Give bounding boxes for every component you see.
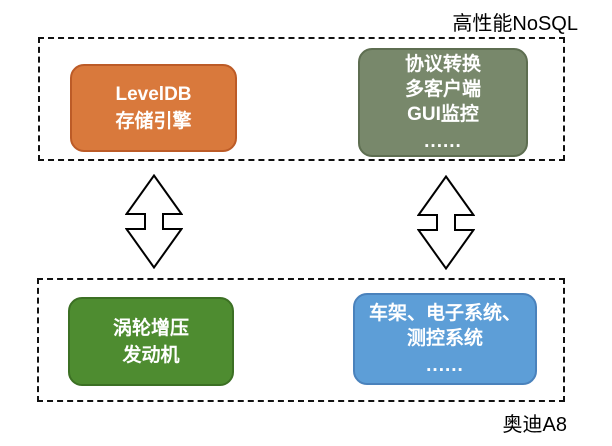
leveldb-box-line-2: 存储引擎 — [115, 111, 192, 132]
up-down-arrow-icon — [417, 175, 475, 270]
systems-box-line-2: 测控系统 — [406, 327, 483, 349]
leveldb-box-line-1: LevelDB — [115, 84, 192, 105]
nosql-dashed-container — [38, 37, 565, 161]
features-box-ellipsis: ...... — [424, 130, 462, 152]
leveldb-storage-box: LevelDB 存储引擎 — [70, 64, 237, 152]
features-box-line-3: GUI监控 — [407, 103, 479, 125]
engine-box-line-1: 涡轮增压 — [112, 317, 189, 339]
nosql-features-box: 协议转换 多客户端 GUI监控 ...... — [358, 48, 528, 157]
up-down-arrow-icon — [125, 174, 183, 269]
turbo-engine-box: 涡轮增压 发动机 — [68, 297, 234, 386]
audi-dashed-container — [37, 278, 565, 402]
car-systems-box: 车架、电子系统、 测控系统 ...... — [353, 293, 537, 385]
features-box-line-2: 多客户端 — [404, 78, 481, 100]
systems-box-ellipsis: ...... — [426, 354, 464, 376]
systems-box-line-1: 车架、电子系统、 — [368, 302, 521, 324]
top-group-label: 高性能NoSQL — [452, 13, 578, 35]
engine-box-line-2: 发动机 — [122, 344, 180, 366]
features-box-line-1: 协议转换 — [404, 53, 481, 75]
bottom-group-label: 奥迪A8 — [502, 414, 567, 436]
